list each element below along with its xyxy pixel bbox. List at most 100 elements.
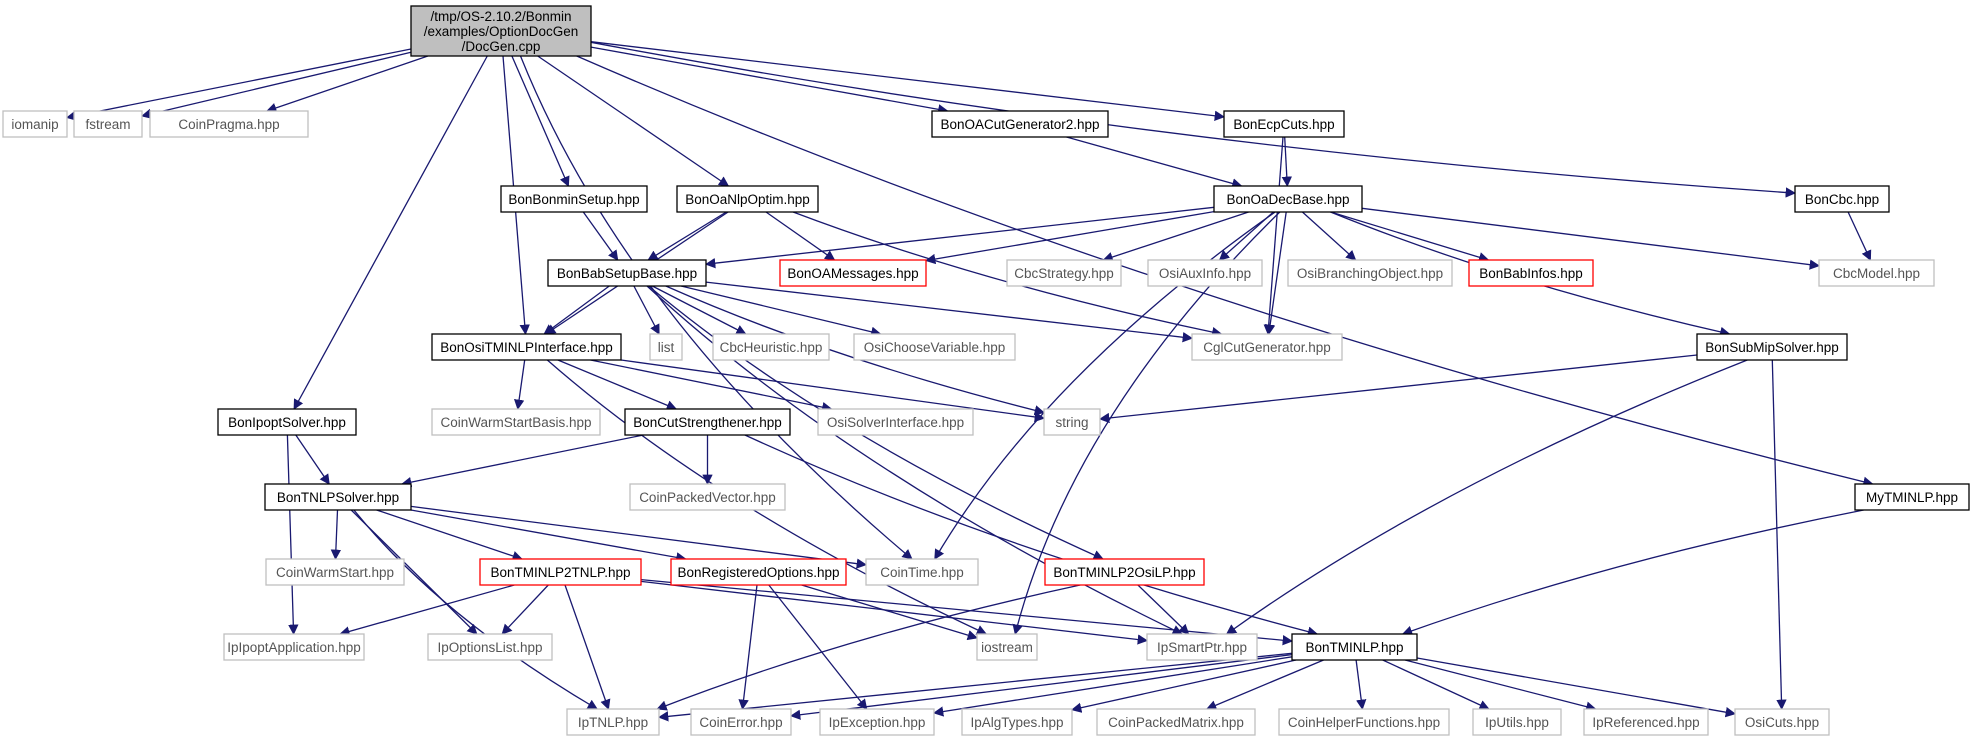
node-ipsmartptr[interactable]: IpSmartPtr.hpp	[1146, 633, 1258, 661]
node-osicuts[interactable]: OsiCuts.hpp	[1734, 708, 1830, 736]
node-cglcutgenerator[interactable]: CglCutGenerator.hpp	[1191, 333, 1343, 361]
node-bonoanlpoptim[interactable]: BonOaNlpOptim.hpp	[676, 185, 819, 213]
node-box	[1146, 633, 1258, 661]
node-osisolverinterface[interactable]: OsiSolverInterface.hpp	[817, 408, 974, 436]
node-label: BonCbc.hpp	[1805, 192, 1879, 207]
edge-root-to-bonecpcuts	[590, 41, 1226, 121]
node-box	[1696, 333, 1848, 361]
node-label: BonSubMipSolver.hpp	[1705, 340, 1839, 355]
node-label: /examples/OptionDocGen	[424, 24, 579, 39]
node-osibranchingobject[interactable]: OsiBranchingObject.hpp	[1287, 259, 1453, 287]
node-label: BonIpoptSolver.hpp	[228, 415, 346, 430]
node-box	[2, 110, 68, 138]
node-osichoosevariable[interactable]: OsiChooseVariable.hpp	[853, 333, 1016, 361]
edge-boncutstrengthener-to-bontnlpsolver	[400, 434, 644, 488]
node-ipreferenced[interactable]: IpReferenced.hpp	[1583, 708, 1709, 736]
edge-bontnlpsolver-to-cointime	[410, 505, 868, 569]
node-label: string	[1055, 415, 1088, 430]
node-cointime[interactable]: CoinTime.hpp	[865, 558, 979, 586]
node-bonregisteredoptions[interactable]: BonRegisteredOptions.hpp	[670, 558, 847, 586]
node-bontnlpsolver[interactable]: BonTNLPSolver.hpp	[264, 483, 412, 511]
node-string[interactable]: string	[1043, 408, 1101, 436]
node-label: CbcStrategy.hpp	[1014, 266, 1114, 281]
node-bonbonminsetup[interactable]: BonBonminSetup.hpp	[500, 185, 648, 213]
node-ipexception[interactable]: IpException.hpp	[819, 708, 935, 736]
node-coinpragma[interactable]: CoinPragma.hpp	[149, 110, 309, 138]
node-bonsubmipsolver[interactable]: BonSubMipSolver.hpp	[1696, 333, 1848, 361]
node-label: CoinPackedVector.hpp	[639, 490, 776, 505]
node-cbcmodel[interactable]: CbcModel.hpp	[1818, 259, 1935, 287]
node-ipoptionslist[interactable]: IpOptionsList.hpp	[427, 633, 553, 661]
node-label: IpIpoptApplication.hpp	[227, 640, 361, 655]
edge-root-to-fstream	[140, 51, 412, 119]
node-boncbc[interactable]: BonCbc.hpp	[1794, 185, 1890, 213]
node-label: CoinTime.hpp	[880, 565, 964, 580]
node-bonbabinfos[interactable]: BonBabInfos.hpp	[1468, 259, 1594, 287]
node-bonoadecbase[interactable]: BonOaDecBase.hpp	[1213, 185, 1363, 213]
edge-bonoadecbase-to-osibranchingobject	[1301, 211, 1357, 261]
node-bonbabsetupbase[interactable]: BonBabSetupBase.hpp	[547, 259, 707, 287]
edge-mytminlp-to-bontminlp	[1401, 509, 1864, 636]
node-coinwarmstartbasis[interactable]: CoinWarmStartBasis.hpp	[431, 408, 601, 436]
node-cbcstrategy[interactable]: CbcStrategy.hpp	[1006, 259, 1122, 287]
nodes-layer: /tmp/OS-2.10.2/Bonmin/examples/OptionDoc…	[2, 5, 1970, 736]
node-label: OsiCuts.hpp	[1745, 715, 1819, 730]
node-label: fstream	[85, 117, 130, 132]
node-label: BonOAMessages.hpp	[787, 266, 918, 281]
node-bontminlp[interactable]: BonTMINLP.hpp	[1291, 633, 1418, 661]
node-iostream[interactable]: iostream	[976, 633, 1038, 661]
node-bontminlp2osilp[interactable]: BonTMINLP2OsiLP.hpp	[1044, 558, 1205, 586]
node-bonipoptsolver[interactable]: BonIpoptSolver.hpp	[217, 408, 357, 436]
node-cbcheuristic[interactable]: CbcHeuristic.hpp	[712, 333, 830, 361]
edge-bonoadecbase-to-bonoamessages	[924, 210, 1215, 265]
node-coinpackedmatrix[interactable]: CoinPackedMatrix.hpp	[1096, 708, 1256, 736]
node-iptnlp[interactable]: IpTNLP.hpp	[566, 708, 660, 736]
node-coinerror[interactable]: CoinError.hpp	[690, 708, 792, 736]
edge-bonecpcuts-to-bonoadecbase	[1281, 136, 1292, 188]
edge-root-to-bonbonminsetup	[511, 55, 570, 187]
node-ipalgtypes[interactable]: IpAlgTypes.hpp	[961, 708, 1073, 736]
edge-bonositminlpinterface-to-string	[620, 359, 1046, 423]
node-label: BonBonminSetup.hpp	[508, 192, 639, 207]
node-label: CoinWarmStartBasis.hpp	[440, 415, 591, 430]
edge-bonsubmipsolver-to-string	[1098, 354, 1698, 424]
node-box	[865, 558, 979, 586]
edge-bonositminlpinterface-to-coinwarmstartbasis	[513, 359, 526, 411]
node-label: OsiSolverInterface.hpp	[827, 415, 964, 430]
node-bonoamessages[interactable]: BonOAMessages.hpp	[779, 259, 927, 287]
node-boncutstrengthener[interactable]: BonCutStrengthener.hpp	[624, 408, 791, 436]
node-iputils[interactable]: IpUtils.hpp	[1472, 708, 1562, 736]
edge-bonoanlpoptim-to-bonoamessages	[765, 211, 836, 261]
node-label: /tmp/OS-2.10.2/Bonmin	[430, 9, 571, 24]
node-ipipoptapplication[interactable]: IpIpoptApplication.hpp	[223, 633, 365, 661]
node-fstream[interactable]: fstream	[73, 110, 143, 138]
node-osiauxinfo[interactable]: OsiAuxInfo.hpp	[1147, 259, 1263, 287]
node-mytminlp[interactable]: MyTMINLP.hpp	[1854, 483, 1970, 511]
node-box	[961, 708, 1073, 736]
node-bonositminlpinterface[interactable]: BonOsiTMINLPInterface.hpp	[431, 333, 622, 361]
node-coinpackedvector[interactable]: CoinPackedVector.hpp	[629, 483, 786, 511]
node-box	[431, 333, 622, 361]
node-box	[649, 333, 683, 361]
node-iomanip[interactable]: iomanip	[2, 110, 68, 138]
node-coinhelperfunctions[interactable]: CoinHelperFunctions.hpp	[1278, 708, 1450, 736]
node-box	[931, 110, 1109, 138]
node-label: CoinPragma.hpp	[178, 117, 279, 132]
node-label: CoinError.hpp	[699, 715, 782, 730]
node-root[interactable]: /tmp/OS-2.10.2/Bonmin/examples/OptionDoc…	[410, 5, 592, 57]
node-coinwarmstart[interactable]: CoinWarmStart.hpp	[265, 558, 405, 586]
edge-root-to-cointime	[519, 55, 913, 560]
node-bonoacutgen2[interactable]: BonOACutGenerator2.hpp	[931, 110, 1109, 138]
node-box	[1096, 708, 1256, 736]
node-label: BonOaNlpOptim.hpp	[685, 192, 810, 207]
edge-bonipoptsolver-to-ipipoptapplication	[286, 434, 299, 636]
node-list[interactable]: list	[649, 333, 683, 361]
node-bonecpcuts[interactable]: BonEcpCuts.hpp	[1223, 110, 1345, 138]
edge-bontminlp-to-ipreferenced	[1404, 659, 1597, 712]
node-box	[1287, 259, 1453, 287]
node-label: IpException.hpp	[829, 715, 926, 730]
node-label: CoinWarmStart.hpp	[276, 565, 394, 580]
node-bontminlp2tnlp[interactable]: BonTMINLP2TNLP.hpp	[479, 558, 642, 586]
node-box	[149, 110, 309, 138]
node-label: CbcModel.hpp	[1833, 266, 1920, 281]
